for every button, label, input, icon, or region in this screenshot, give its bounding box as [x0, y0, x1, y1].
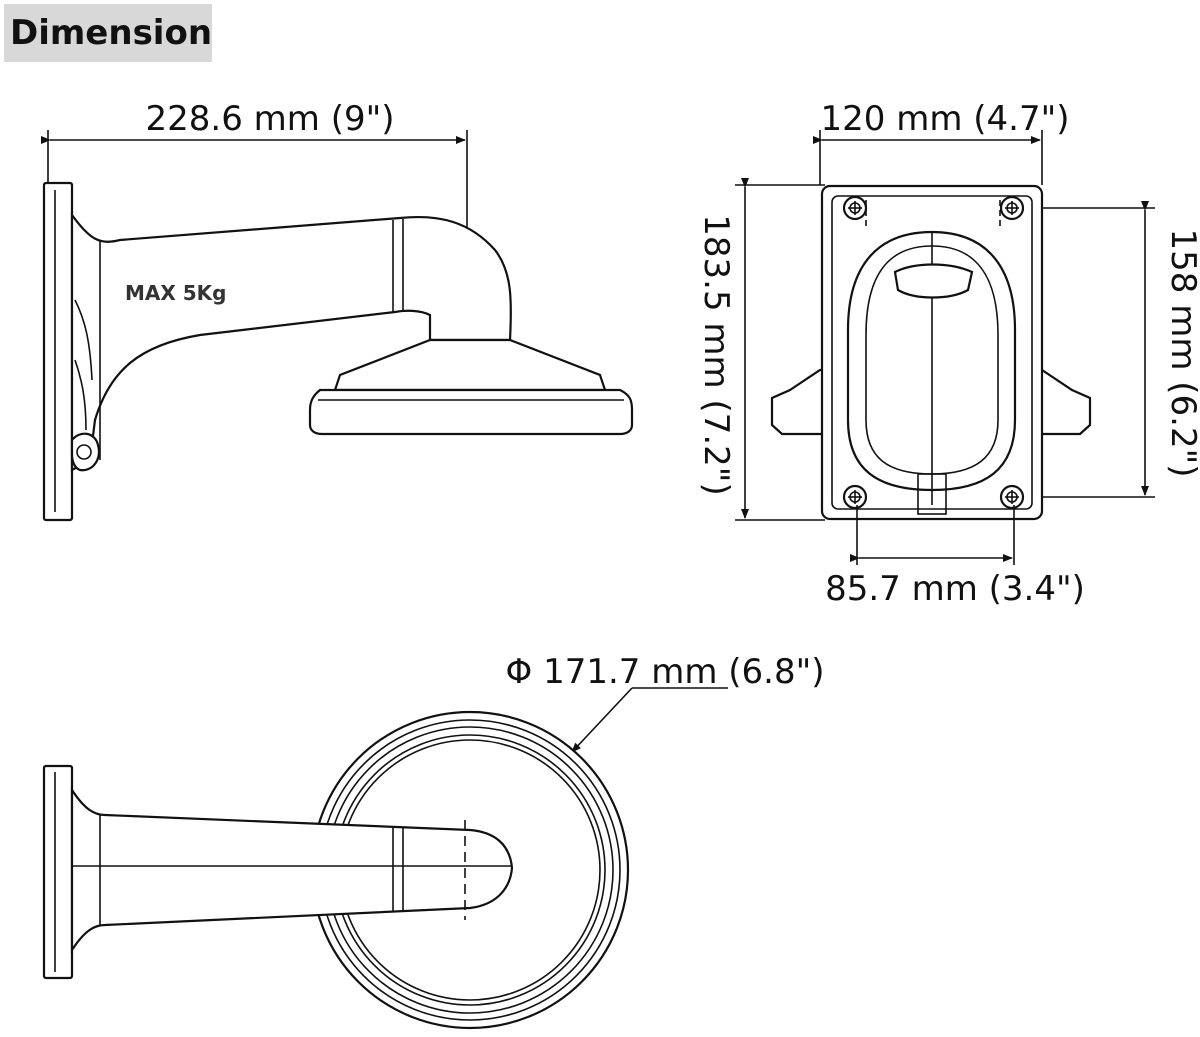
- front-view: 120 mm (4.7") 183.5 mm (7.2") 158 mm (6.…: [696, 99, 1200, 609]
- section-header: Dimension: [4, 4, 212, 62]
- side-view: 228.6 mm (9") MAX 5Kg: [41, 99, 634, 522]
- section-title: Dimension: [10, 13, 213, 53]
- diameter-label: Φ 171.7 mm (6.8"): [506, 652, 825, 692]
- front-width-label: 120 mm (4.7"): [821, 99, 1070, 139]
- top-view: Φ 171.7 mm (6.8"): [42, 652, 825, 1030]
- hole-vertical-label: 158 mm (6.2"): [1163, 229, 1200, 478]
- side-width-label: 228.6 mm (9"): [146, 99, 395, 139]
- screw-holes: [842, 195, 1025, 510]
- front-height-label: 183.5 mm (7.2"): [696, 214, 736, 495]
- max-load-label: MAX 5Kg: [125, 281, 227, 305]
- hole-horizontal-label: 85.7 mm (3.4"): [825, 569, 1085, 609]
